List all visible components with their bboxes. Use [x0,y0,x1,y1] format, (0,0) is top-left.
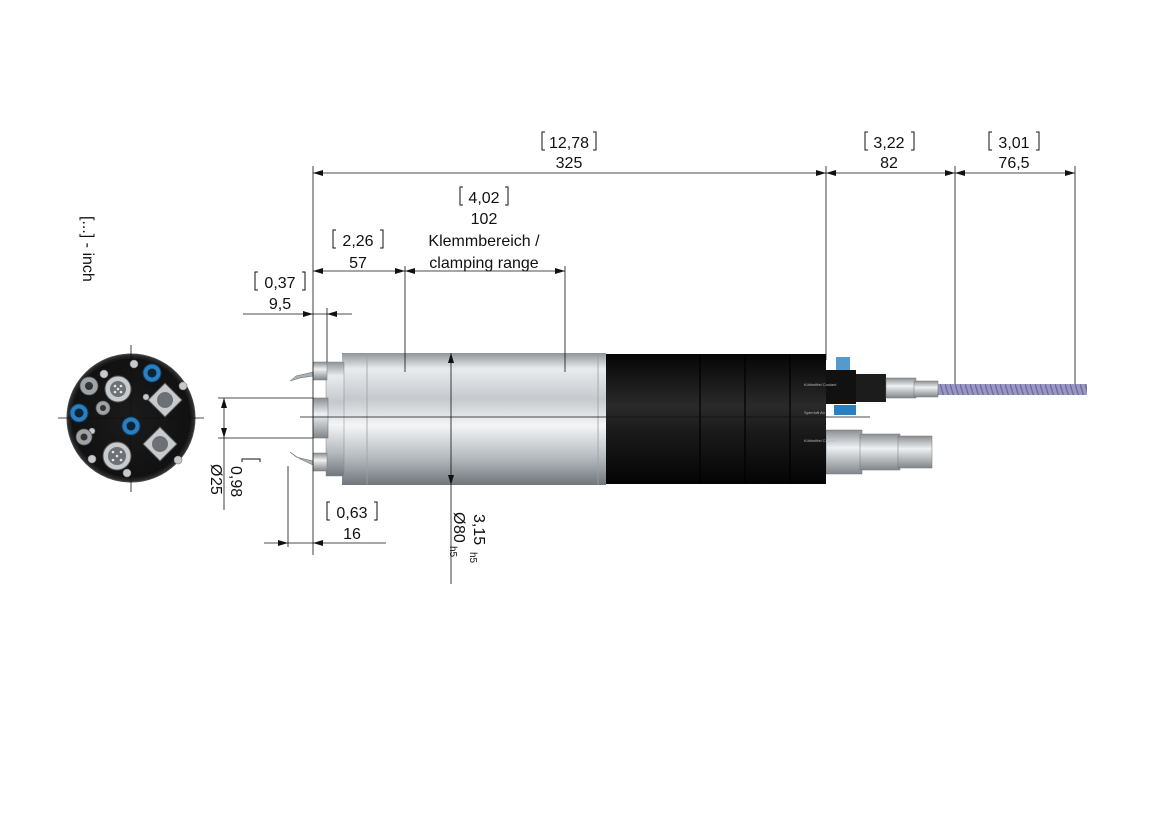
front-length-inch: 2,26 [342,233,373,250]
cable-length-inch: 3,01 [998,135,1029,152]
clamping-range-inch: 4,02 [468,190,499,207]
clamping-range-mm: 102 [471,211,498,228]
clamping-range-label-en: clamping range [429,255,539,272]
clamping-range-label-de: Klemmbereich / [428,233,540,250]
body-diameter-mm-tol: h5 [447,546,458,558]
dimension-arrows [221,170,1075,546]
power-connector-icon [147,382,183,418]
total-length-inch: 12,78 [549,135,589,152]
unit-note: [...] - inch [79,216,96,282]
inch-brackets [241,131,1040,521]
front-length-mm: 57 [349,255,367,272]
cable-length-mm: 76,5 [998,155,1029,172]
connector-length-inch: 3,22 [873,135,904,152]
connector-label-2: Sperrluft Air [804,410,826,415]
encoder-connector-icon [102,441,132,471]
connector-length-mm: 82 [880,155,898,172]
air-port-icon [69,403,89,423]
spindle-side-view: Kühlmittel Coolant Sperrluft Air Kühlmit… [289,353,1087,485]
body-diameter-inch: 3,15 [470,514,487,545]
power-connector-icon [142,426,178,462]
connector-label-3: Kühlmittel Coolant [804,438,837,443]
front-face-view [58,345,204,492]
body-diameter-inch-tol: h5 [467,552,478,564]
nose-length-mm: 9,5 [269,296,291,313]
dimension-labels: 12,78 325 3,22 82 3,01 76,5 4,02 102 Kle… [207,135,1030,564]
fitting-length-inch: 0,63 [336,505,367,522]
connector-label-1: Kühlmittel Coolant [804,382,837,387]
fitting-length-mm: 16 [343,526,361,543]
body-diameter-prefix: Ø [450,512,467,524]
total-length-mm: 325 [556,155,583,172]
tool-diameter-mm: 25 [207,477,224,495]
coolant-port-icon [121,416,141,436]
tool-diameter-prefix: Ø [207,464,224,476]
signal-connector-icon [104,375,132,403]
nose-length-inch: 0,37 [264,275,295,292]
cable [935,384,1087,395]
body-diameter-mm: 80 [450,525,467,543]
tool-diameter-inch: 0,98 [227,466,244,497]
coolant-port-icon [142,363,162,383]
